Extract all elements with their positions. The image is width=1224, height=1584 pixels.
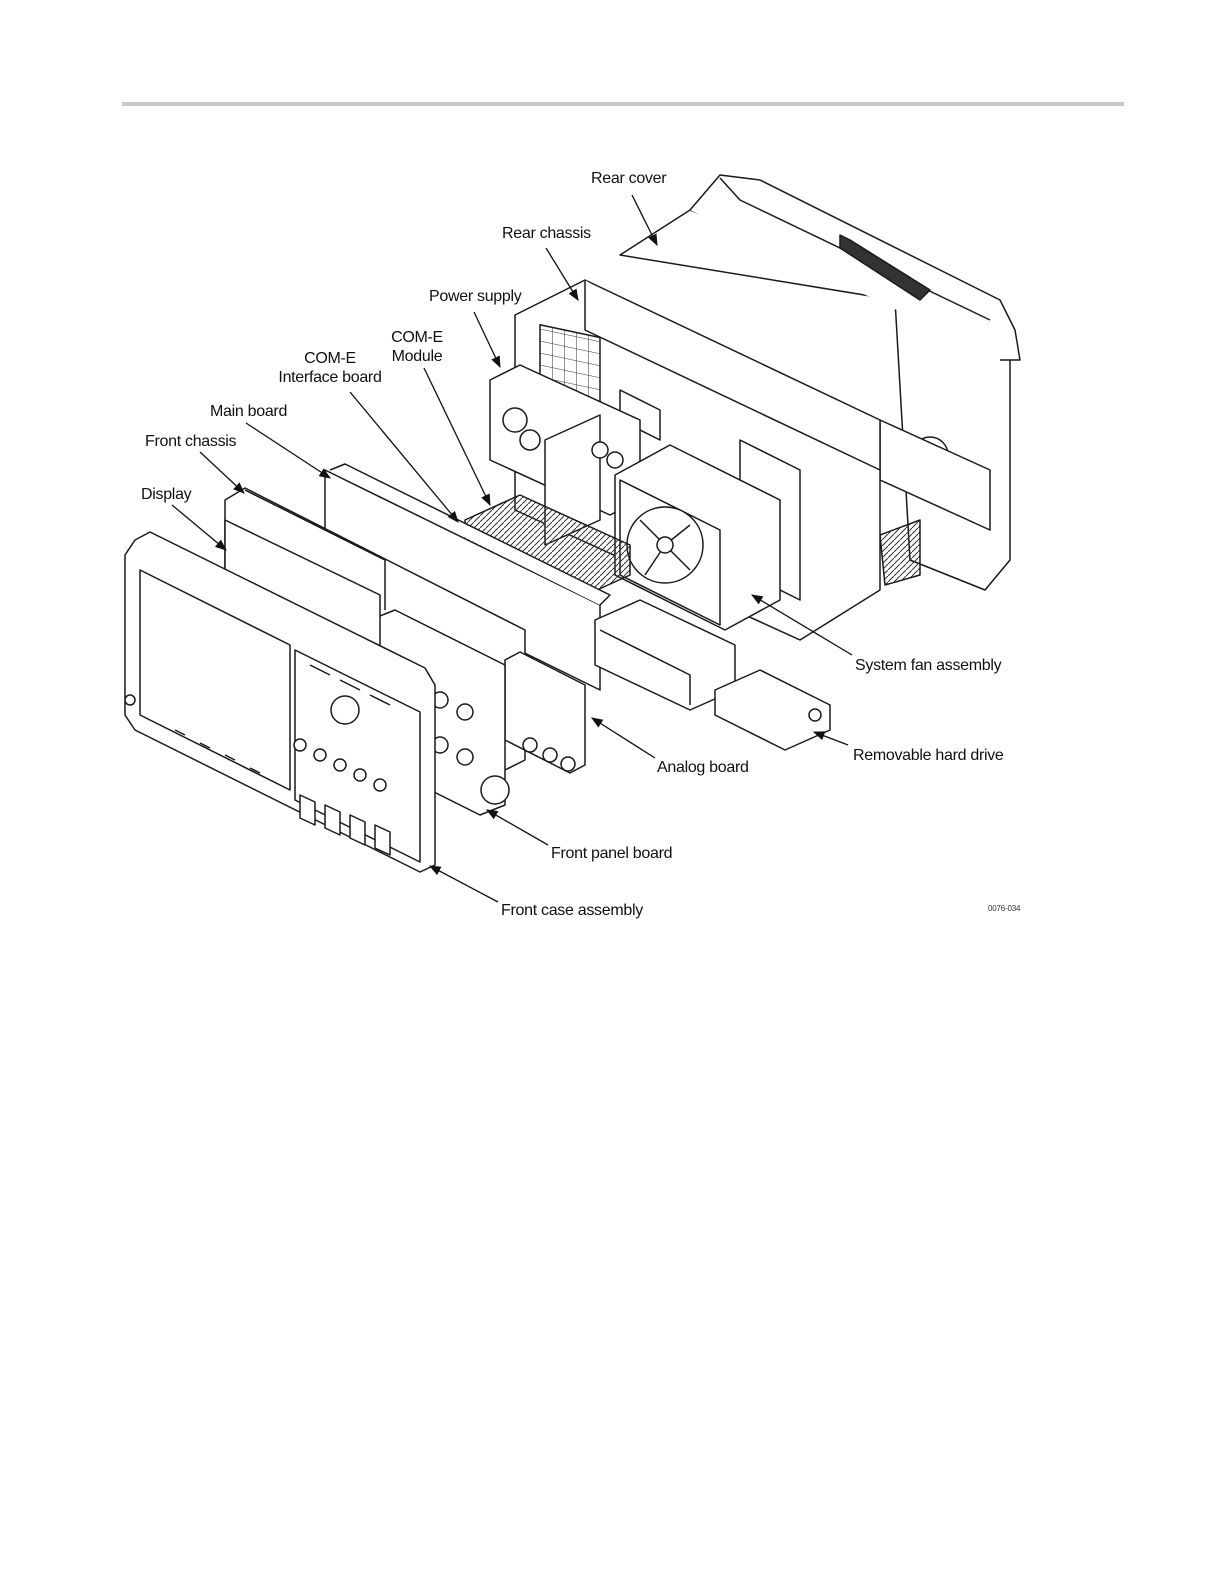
label-come-module-line1: COM-E xyxy=(386,328,448,347)
label-come-interface-line2: Interface board xyxy=(275,368,385,387)
label-analog-board: Analog board xyxy=(657,758,749,777)
label-come-interface-line1: COM-E xyxy=(275,349,385,368)
label-display: Display xyxy=(141,485,191,504)
label-come-interface-board: COM-E Interface board xyxy=(275,349,385,387)
label-rear-chassis: Rear chassis xyxy=(502,224,591,243)
label-front-panel-board: Front panel board xyxy=(551,844,672,863)
label-come-module-line2: Module xyxy=(386,347,448,366)
label-removable-hard-drive: Removable hard drive xyxy=(853,746,1004,765)
label-rear-cover: Rear cover xyxy=(591,169,666,188)
label-system-fan-assembly: System fan assembly xyxy=(855,656,1001,675)
figure-id: 0076-034 xyxy=(988,904,1020,913)
label-front-chassis: Front chassis xyxy=(145,432,236,451)
label-main-board: Main board xyxy=(210,402,287,421)
label-power-supply: Power supply xyxy=(429,287,521,306)
removable-hard-drive-part xyxy=(715,670,830,750)
label-front-case-assembly: Front case assembly xyxy=(501,901,643,920)
label-come-module: COM-E Module xyxy=(386,328,448,366)
